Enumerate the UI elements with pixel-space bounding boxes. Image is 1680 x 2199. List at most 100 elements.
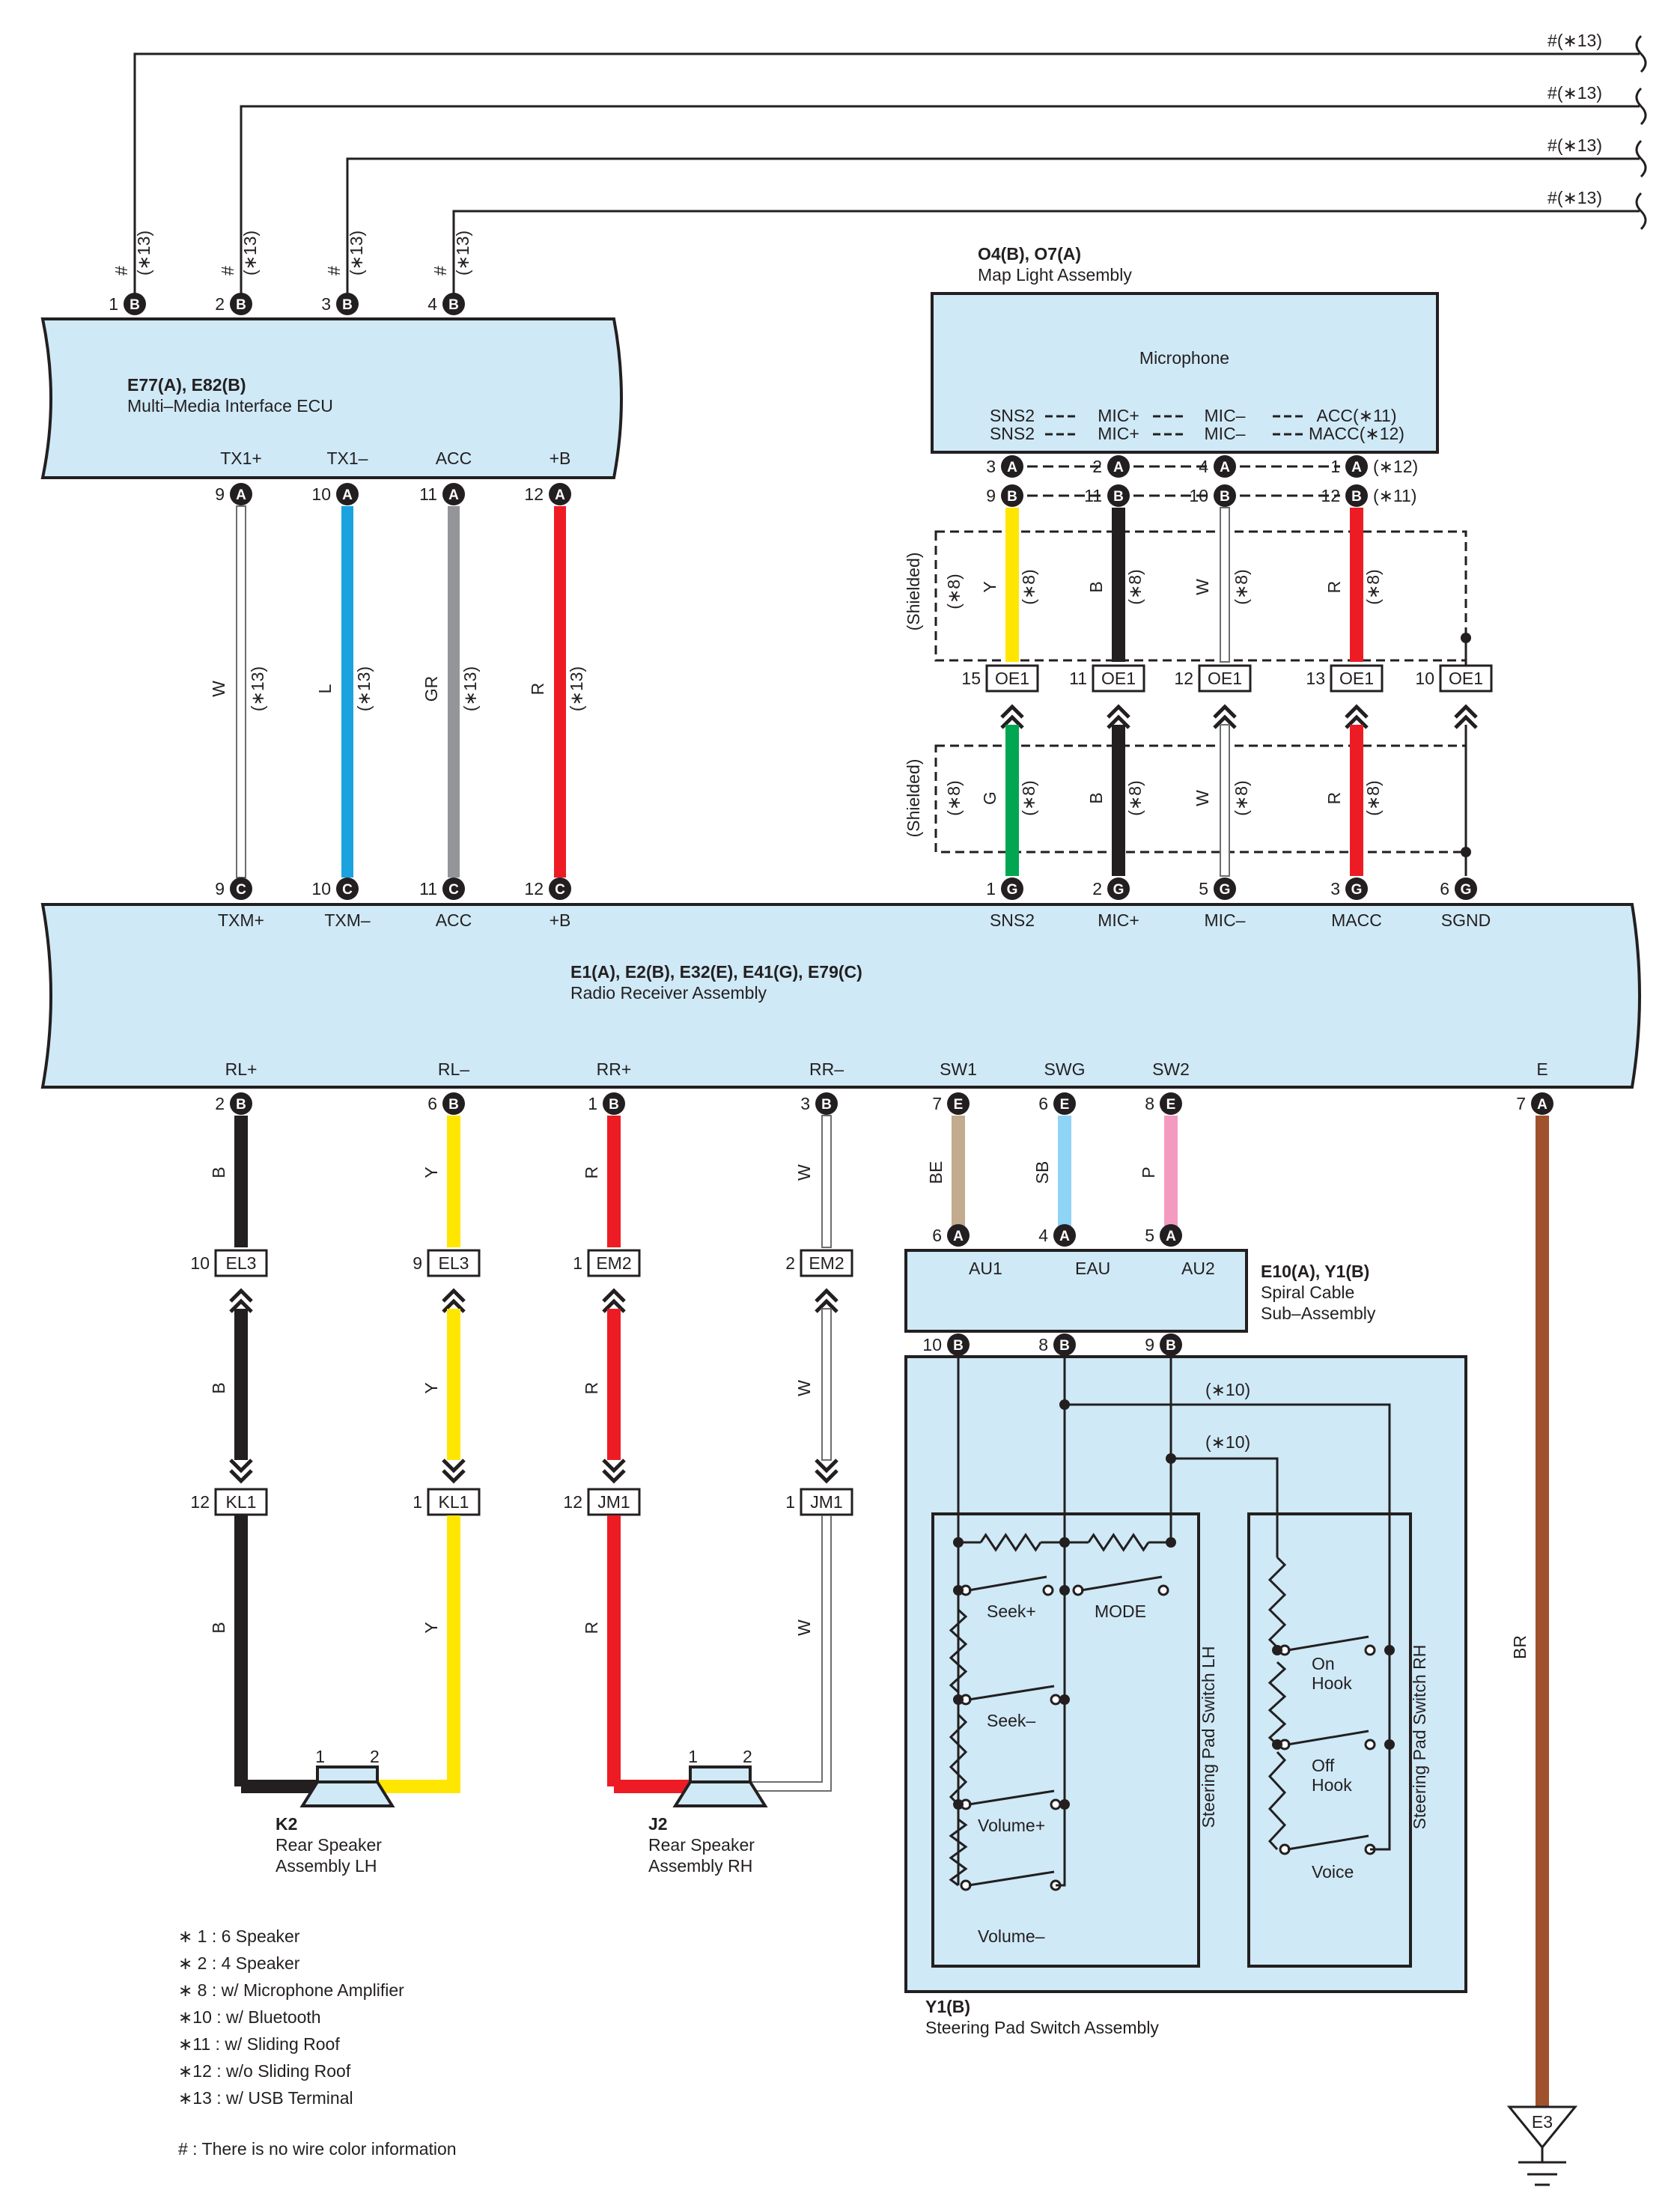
- radio-bottom-label: RR+: [597, 1059, 632, 1079]
- speaker-desc: Rear Speaker: [276, 1835, 382, 1855]
- usb-line-1: [133, 52, 1640, 293]
- shield-junction: [1461, 847, 1471, 857]
- spiral-terminal-label: AU2: [1181, 1259, 1215, 1278]
- spiral-bottom-pin-9-conn-letter: B: [1166, 1338, 1176, 1354]
- ecu-bottom-pin-9-conn-letter: A: [236, 487, 246, 503]
- switch-mode-blade: [1080, 1575, 1163, 1592]
- connector-oe1-15-label: OE1: [995, 669, 1029, 688]
- connector-EM2-1-number: 1: [573, 1253, 582, 1273]
- wire-color-code: B: [1086, 792, 1106, 803]
- radio-top-label: MACC: [1331, 910, 1382, 930]
- connector-oe1-12-label: OE1: [1208, 669, 1242, 688]
- conn-chevron-down: [442, 1459, 466, 1473]
- connector-EL3-10-number: 10: [190, 1253, 210, 1273]
- radio-top-pin-+B-circle: [549, 878, 571, 900]
- ecu-description: Multi–Media Interface ECU: [127, 396, 333, 416]
- resistor-rh-2: [1267, 1661, 1287, 1746]
- ecu-bottom-pin-10-number: 10: [311, 484, 331, 504]
- footnote-6: ∗12 : w/o Sliding Roof: [178, 2061, 351, 2081]
- usb-line-label: #(∗13): [1547, 136, 1602, 155]
- ecu-top-pin-3-number: 3: [321, 294, 331, 314]
- spiral-top-pin-5-number: 5: [1145, 1226, 1154, 1245]
- conn-chevron-down: [815, 1459, 839, 1473]
- switch-volume-plus-blade: [968, 1789, 1055, 1806]
- connector-EM2-2-label: EM2: [809, 1253, 844, 1273]
- junction-dot: [1059, 1694, 1070, 1705]
- radio-receiver-assembly: E1(A), E2(B), E32(E), E41(G), E79(C)Radi…: [40, 878, 1641, 1115]
- spiral-desc: Spiral Cable: [1261, 1283, 1354, 1302]
- radio-bottom-pin-SWG-circle: [1053, 1092, 1076, 1115]
- wire-color-code: BE: [926, 1161, 946, 1184]
- radio-top-pin-TXM–-circle: [336, 878, 359, 900]
- radio-top-pin-SNS2-circle: [1001, 878, 1023, 900]
- ecu-bottom-pin-12-number: 12: [524, 484, 544, 504]
- map-pin-a-3-circle: [1001, 455, 1023, 478]
- speaker-pin: 2: [370, 1747, 380, 1766]
- microphone-label: Microphone: [1139, 348, 1229, 368]
- ecu-top-pin-2-circle: [230, 293, 252, 315]
- speaker-name-0: K2: [276, 1814, 297, 1834]
- spiral-top-pin-4-circle: [1053, 1224, 1076, 1247]
- conn-chevron-down: [229, 1459, 253, 1473]
- junction-dot: [1272, 1645, 1282, 1655]
- wire-note: (∗8): [1363, 780, 1383, 815]
- radio-top-pin-TXM+-number: 9: [215, 879, 225, 898]
- radio-top-pin-SGND-number: 6: [1440, 879, 1449, 898]
- connector-JM1-12-box: [587, 1488, 641, 1516]
- map-pin-b-9-circle: [1001, 484, 1023, 507]
- wire-color-code: W: [209, 681, 228, 697]
- connector-EM2-1-box: [587, 1249, 641, 1277]
- connector-EM2-2-box: [800, 1249, 853, 1277]
- radio-top-pin-TXM–-number: 10: [311, 879, 331, 898]
- conn-chevron-down: [815, 1469, 839, 1484]
- terminal-row1: SNS2: [990, 406, 1035, 425]
- radio-bottom-pin-SW1-conn-letter: E: [954, 1097, 964, 1113]
- speaker-cone: [672, 1780, 768, 1807]
- ecu-bottom-pin-9-circle: [230, 483, 252, 505]
- junction-dot: [1166, 1537, 1176, 1548]
- terminal-row1: MIC+: [1098, 406, 1139, 425]
- speaker-lead-b: [750, 1515, 832, 1792]
- wire-color-code: G: [980, 791, 999, 805]
- ecu-top-pin-3-circle: [336, 293, 359, 315]
- radio-bottom-pin-E-conn-letter: A: [1537, 1097, 1547, 1113]
- radio-top-pin-SNS2-conn-letter: G: [1007, 882, 1018, 898]
- map-pin-b-11-circle: [1107, 484, 1130, 507]
- connector-KL1-1-box: [427, 1488, 481, 1516]
- mic-upper-wire-W: [1220, 507, 1230, 663]
- radio-top-pin-MIC+-circle: [1107, 878, 1130, 900]
- connector-JM1-1-label: JM1: [810, 1492, 842, 1512]
- terminal-row2: MIC–: [1205, 424, 1246, 443]
- ecu-pin-note: (∗13): [453, 231, 472, 276]
- spiral-terminal-label: EAU: [1075, 1259, 1110, 1278]
- junction-dot: [953, 1585, 964, 1596]
- oe1-chevron-up: [1454, 704, 1478, 719]
- terminal-row2: MACC(∗12): [1309, 424, 1404, 443]
- spiral-top-pin-6-number: 6: [932, 1226, 942, 1245]
- wire-note: (∗13): [354, 666, 374, 711]
- wire-color-code: Y: [421, 1622, 441, 1633]
- oe1-chevron-up: [1107, 714, 1130, 729]
- radio-bottom-pin-RL+-conn-letter: B: [236, 1097, 246, 1113]
- radio-bottom-pin-RR–-conn-letter: B: [821, 1097, 832, 1113]
- break-mark: [1635, 192, 1647, 231]
- radio-bottom-pin-E-circle: [1531, 1092, 1553, 1115]
- switch-seek-minus-blade: [968, 1685, 1055, 1701]
- radio-bottom-label: SW2: [1152, 1059, 1190, 1079]
- connector-JM1-12-label: JM1: [597, 1492, 630, 1512]
- conn-chevron-up: [442, 1298, 466, 1313]
- switch-on-hook-blade: [1287, 1635, 1369, 1652]
- usb-line-label: #(∗13): [1547, 188, 1602, 207]
- resistor-lh-2: [949, 1713, 968, 1806]
- ecu-bottom-pin-11-conn-letter: A: [448, 487, 459, 503]
- connector-EL3-10-box: [214, 1249, 268, 1277]
- ecu-top-pin-2-conn-letter: B: [236, 297, 246, 313]
- connector-oe1-11-box: [1092, 664, 1145, 693]
- shielded-label: (Shielded): [904, 759, 923, 838]
- wire-color-code: R: [528, 683, 547, 696]
- radio-top-pin-SNS2-number: 1: [986, 879, 996, 898]
- spiral-bottom-pin-9-circle: [1160, 1333, 1182, 1356]
- oe1-chevron-up: [1213, 704, 1237, 719]
- radio-bottom-pin-RL–-circle: [442, 1092, 465, 1115]
- lh-return: [1056, 1804, 1066, 1887]
